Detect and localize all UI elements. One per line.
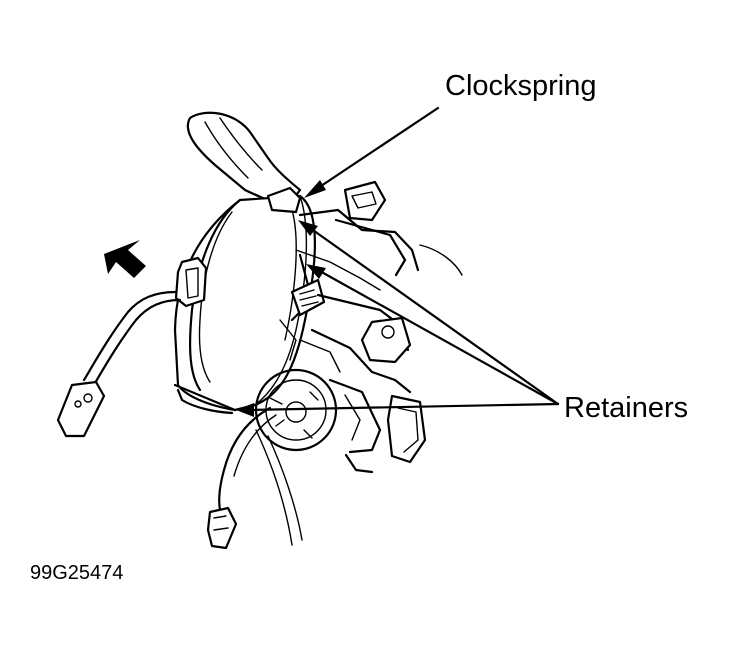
- figure-code: 99G25474: [30, 562, 124, 584]
- retainers-callout: Retainers: [564, 392, 689, 424]
- retainers-leaders: [236, 220, 560, 417]
- clockspring-housing: [173, 194, 316, 415]
- steering-column-assembly: [279, 180, 463, 474]
- upper-retainer-tab: [266, 186, 302, 214]
- left-connector-clip: [174, 256, 208, 308]
- removal-direction-arrow: [104, 240, 146, 278]
- turn-signal-lever: [186, 111, 302, 212]
- clockspring-leader: [304, 106, 440, 198]
- left-wire-harness: [56, 290, 182, 438]
- lower-wire-harness: [206, 406, 303, 550]
- clockspring-callout: Clockspring: [445, 70, 597, 102]
